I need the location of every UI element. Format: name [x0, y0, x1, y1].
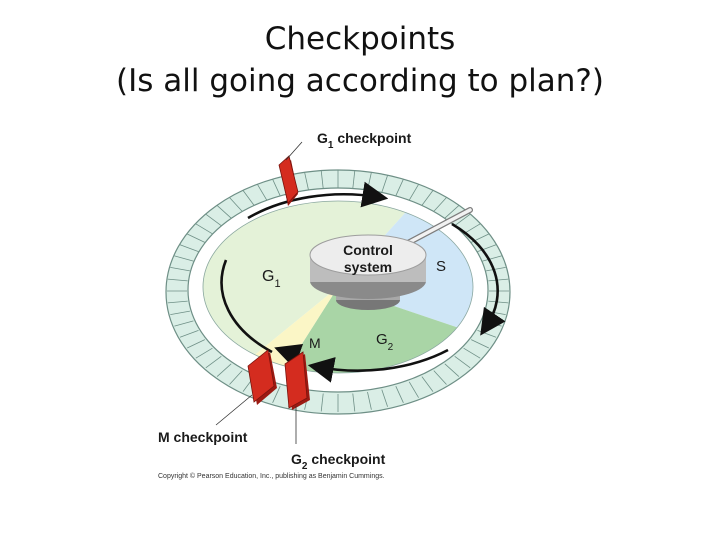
control-system-knob: Control system — [309, 207, 473, 310]
ring-tick — [367, 391, 372, 410]
cycle-arrow-right — [451, 222, 506, 336]
ring-tick — [381, 389, 388, 407]
ring-tick — [229, 370, 243, 385]
ring-tick — [454, 213, 471, 227]
ring-tick — [242, 190, 255, 206]
ring-tick — [167, 278, 188, 282]
ring-tick — [304, 172, 309, 191]
ring-tick — [421, 190, 434, 206]
ring-tick — [395, 386, 404, 403]
ring-tick — [216, 363, 232, 377]
g1-phase-label: G1 — [262, 268, 281, 290]
s-phase-label: S — [436, 258, 446, 275]
title-line-2: (Is all going according to plan?) — [116, 63, 604, 99]
ring-tick — [205, 355, 222, 369]
ring-tick — [187, 339, 205, 349]
checkpoint-leaders — [215, 141, 303, 444]
ring-tick — [433, 197, 447, 212]
ring-tick — [477, 244, 497, 252]
cycle-arrow-bottom — [307, 348, 449, 383]
g2-phase-sector — [287, 287, 458, 373]
title-line-1: Checkpoints — [264, 21, 456, 57]
ring-tick — [421, 376, 434, 392]
ring-tick — [167, 300, 188, 304]
ring-tick — [408, 184, 419, 201]
ring-tick — [395, 179, 404, 196]
ring-tick — [195, 223, 213, 235]
ring-tick — [454, 355, 471, 369]
ring-tick — [444, 205, 460, 219]
m-checkpoint-gate — [247, 349, 277, 405]
control-system-label-line1: Control — [343, 242, 393, 258]
ring-tick — [444, 363, 460, 377]
ring-tick — [174, 320, 194, 327]
ring-tick — [205, 213, 222, 227]
ring-tick — [352, 393, 356, 412]
slide-title: Checkpoints (Is all going according to p… — [0, 18, 720, 102]
control-system-label-line2: system — [344, 259, 392, 275]
g1-checkpoint-gate — [278, 155, 299, 206]
g2-phase-label: G2 — [376, 331, 394, 353]
ring-tick — [408, 381, 419, 398]
ring-tick — [257, 184, 268, 201]
ring-tick — [187, 233, 205, 243]
ring-tick — [179, 244, 199, 252]
ring-tick — [174, 255, 194, 262]
ring-tick — [488, 300, 509, 304]
ring-tick — [463, 347, 481, 359]
cycle-arrow-top — [247, 181, 389, 220]
g2-checkpoint-label: G2 checkpoint — [291, 451, 386, 472]
g1-checkpoint-label: G1 checkpoint — [317, 130, 412, 151]
ring-tick — [229, 197, 243, 212]
ring-tick — [352, 170, 356, 189]
m-phase-label: M — [309, 335, 321, 351]
ring-tick — [272, 179, 281, 196]
ring-tick — [486, 267, 506, 272]
ring-tick — [320, 393, 324, 412]
g2-checkpoint-gate — [284, 351, 310, 410]
ring-tick — [471, 339, 489, 349]
ring-tick — [320, 170, 324, 189]
ring-tick — [488, 278, 509, 282]
cycle-arrows — [220, 181, 506, 383]
ring-tick — [216, 205, 232, 219]
ring-tick — [170, 310, 190, 315]
m-checkpoint-label: M checkpoint — [158, 429, 248, 445]
disc-outline — [202, 200, 474, 374]
ring-tick — [170, 267, 190, 272]
phase-labels: G1 S G2 M — [262, 258, 446, 353]
ring-tick — [179, 330, 199, 338]
ring-tick — [272, 386, 281, 403]
ring-tick — [433, 370, 447, 385]
copyright-notice: Copyright © Pearson Education, Inc., pub… — [158, 472, 385, 480]
cycle-arrow-m-head — [274, 344, 304, 369]
ring-tick — [482, 255, 502, 262]
ring-tick — [195, 347, 213, 359]
cycle-arrow-left — [220, 259, 273, 354]
